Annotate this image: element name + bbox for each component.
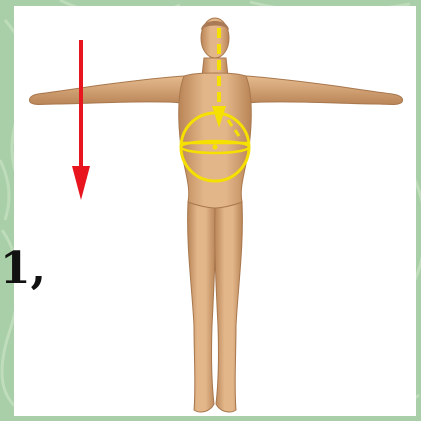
gravity-arrow-head — [72, 166, 90, 200]
left-arm — [29, 76, 186, 105]
human-figure-illustration — [14, 6, 416, 416]
right-arm — [244, 76, 403, 105]
human-body — [29, 18, 402, 412]
com-center-point — [213, 145, 218, 150]
left-leg — [188, 202, 216, 412]
gravity-arrow — [72, 40, 90, 200]
right-leg — [215, 202, 243, 412]
